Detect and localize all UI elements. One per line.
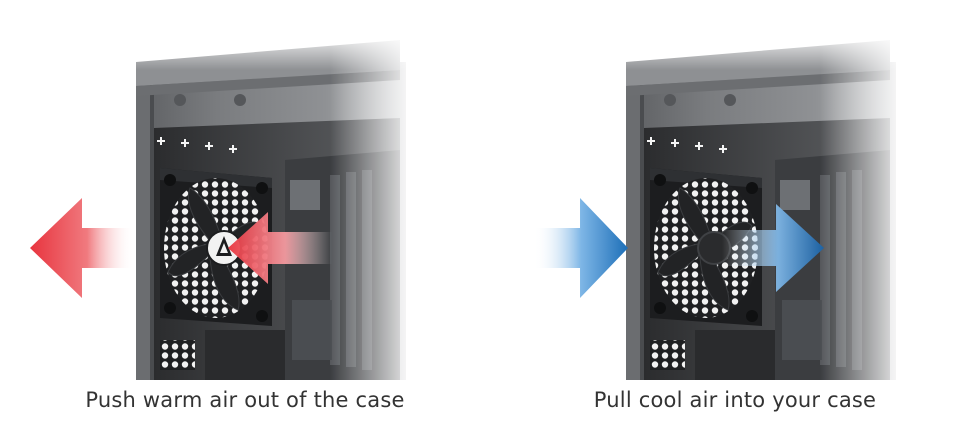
push-air-panel: Push warm air out of the case [30,30,430,412]
intake-arrow-inner [722,204,824,292]
case-exhaust-illustration [30,30,430,380]
pull-air-panel: Pull cool air into your case [490,0,980,430]
left-arrow-icon [30,198,134,298]
pull-air-caption: Pull cool air into your case [593,388,877,412]
push-air-caption: Push warm air out of the case [85,388,405,412]
right-arrow-icon [534,198,628,298]
exhaust-arrow-inner [228,212,332,284]
case-intake-illustration [534,30,920,380]
